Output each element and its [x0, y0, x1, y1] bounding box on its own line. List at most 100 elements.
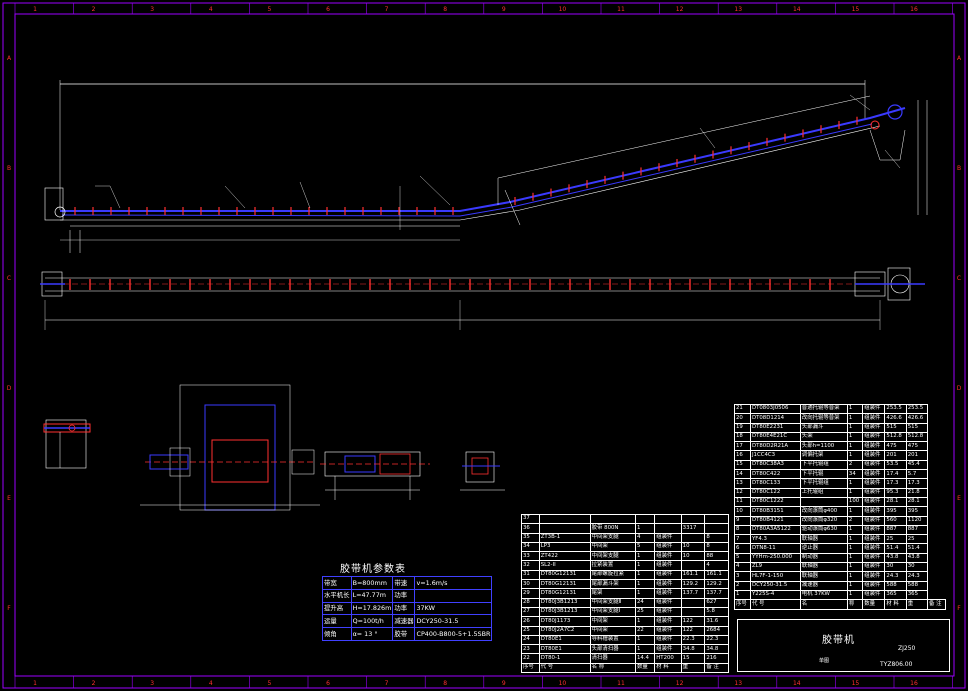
table-cell: 161.1	[680, 569, 706, 581]
section-a-a-view	[43, 419, 91, 469]
frame-zone-number: 12	[676, 6, 684, 13]
frame-zone-number: 16	[910, 680, 918, 687]
frame-zone-number: 11	[617, 6, 625, 13]
table-cell: 36	[521, 523, 540, 534]
table-cell: 3	[734, 571, 751, 582]
table-cell: DT80C1222	[749, 496, 801, 508]
table-cell	[704, 513, 729, 525]
table-cell: 1	[846, 441, 864, 452]
table-cell: 8	[704, 541, 729, 553]
title-block-code: TYZ806.00	[880, 661, 913, 668]
table-cell: 组装件	[654, 569, 682, 581]
table-cell: 122	[680, 616, 706, 627]
frame-zone-number: 13	[734, 680, 742, 687]
table-cell: 组装件	[654, 551, 682, 562]
table-cell: 1	[846, 431, 864, 443]
table-cell	[589, 513, 636, 525]
frame-zone-ticks	[14, 3, 953, 688]
table-cell: 7	[734, 534, 751, 545]
title-block-unit: 单图	[819, 658, 830, 664]
frame-zone-number: 2	[92, 6, 96, 13]
table-cell: 减速器	[392, 614, 416, 629]
table-cell: 制动器	[799, 552, 848, 564]
table-cell: 515	[905, 422, 929, 433]
frame-zone-number: 15	[852, 680, 860, 687]
table-cell: 37KW	[414, 601, 493, 616]
table-cell: 28	[521, 597, 540, 608]
table-header-cell: 名 称	[589, 662, 636, 674]
frame-zone-letter: D	[7, 385, 12, 392]
table-cell: 组装件	[862, 524, 886, 536]
table-cell: 53.5	[884, 459, 907, 471]
table-cell: 34	[846, 469, 864, 480]
table-cell: 365	[884, 589, 907, 601]
table-cell: 8	[734, 524, 751, 536]
table-cell: DT80G12131	[538, 588, 591, 599]
table-cell: ZT3B-1	[538, 532, 591, 543]
table-cell: 改向托辊等普架	[799, 413, 848, 424]
table-cell	[654, 513, 682, 525]
frame-zone-number: 6	[326, 6, 330, 13]
frame-zone-letter: E	[957, 495, 961, 502]
table-cell: 475	[884, 441, 907, 452]
table-cell: 26	[521, 616, 540, 627]
table-cell: 22.3	[704, 634, 729, 646]
table-cell: 功率	[392, 601, 416, 616]
frame-zone-letter: C	[7, 275, 11, 282]
table-cell: 组装件	[654, 560, 682, 571]
table-cell: DT80B4121	[749, 515, 801, 526]
table-cell: B=800mm	[350, 576, 394, 590]
table-cell: 改向滚筒φ400	[799, 506, 848, 517]
table-cell: 组装件	[862, 413, 886, 424]
table-cell: 31	[521, 569, 540, 581]
title-block-code2: ZJ250	[898, 645, 916, 652]
frame-zone-number: 7	[385, 680, 389, 687]
table-cell: 22	[634, 625, 656, 636]
table-cell: 30	[521, 579, 540, 590]
frame-zone-number: 13	[734, 6, 742, 13]
table-cell: 253.5	[905, 403, 929, 415]
table-cell: 组装件	[862, 422, 886, 433]
table-cell: 43.8	[905, 552, 929, 564]
table-cell: 中间架支腿	[589, 532, 636, 543]
table-cell: 联轴器	[799, 534, 848, 545]
table-cell: 组装件	[862, 459, 886, 471]
table-cell: 1	[846, 552, 864, 564]
table-cell: 253.5	[884, 403, 907, 415]
table-cell	[634, 513, 656, 525]
table-cell: 4	[634, 532, 656, 543]
table-cell: DT80E1	[538, 644, 591, 655]
table-cell: 组装件	[654, 606, 682, 618]
frame-zone-number: 5	[267, 680, 271, 687]
table-cell: DT80C122	[749, 487, 801, 498]
table-cell: 27	[521, 606, 540, 618]
table-cell: 129.2	[680, 579, 706, 590]
table-cell: 尾部螺旋拉紧	[589, 569, 636, 581]
table-cell: YF4.3	[749, 534, 801, 545]
table-cell: 161.1	[704, 569, 729, 581]
table-cell: 1	[846, 422, 864, 433]
table-cell: Q=100t/h	[350, 614, 394, 629]
table-cell: 25	[905, 534, 929, 545]
table-header-cell: 材 料	[654, 662, 682, 674]
table-cell: 1	[634, 569, 656, 581]
table-cell: 129.2	[704, 579, 729, 590]
conveyor-elevation-view	[44, 80, 928, 253]
table-cell: DT80E4E21C	[749, 431, 801, 443]
table-cell: 25	[521, 625, 540, 636]
